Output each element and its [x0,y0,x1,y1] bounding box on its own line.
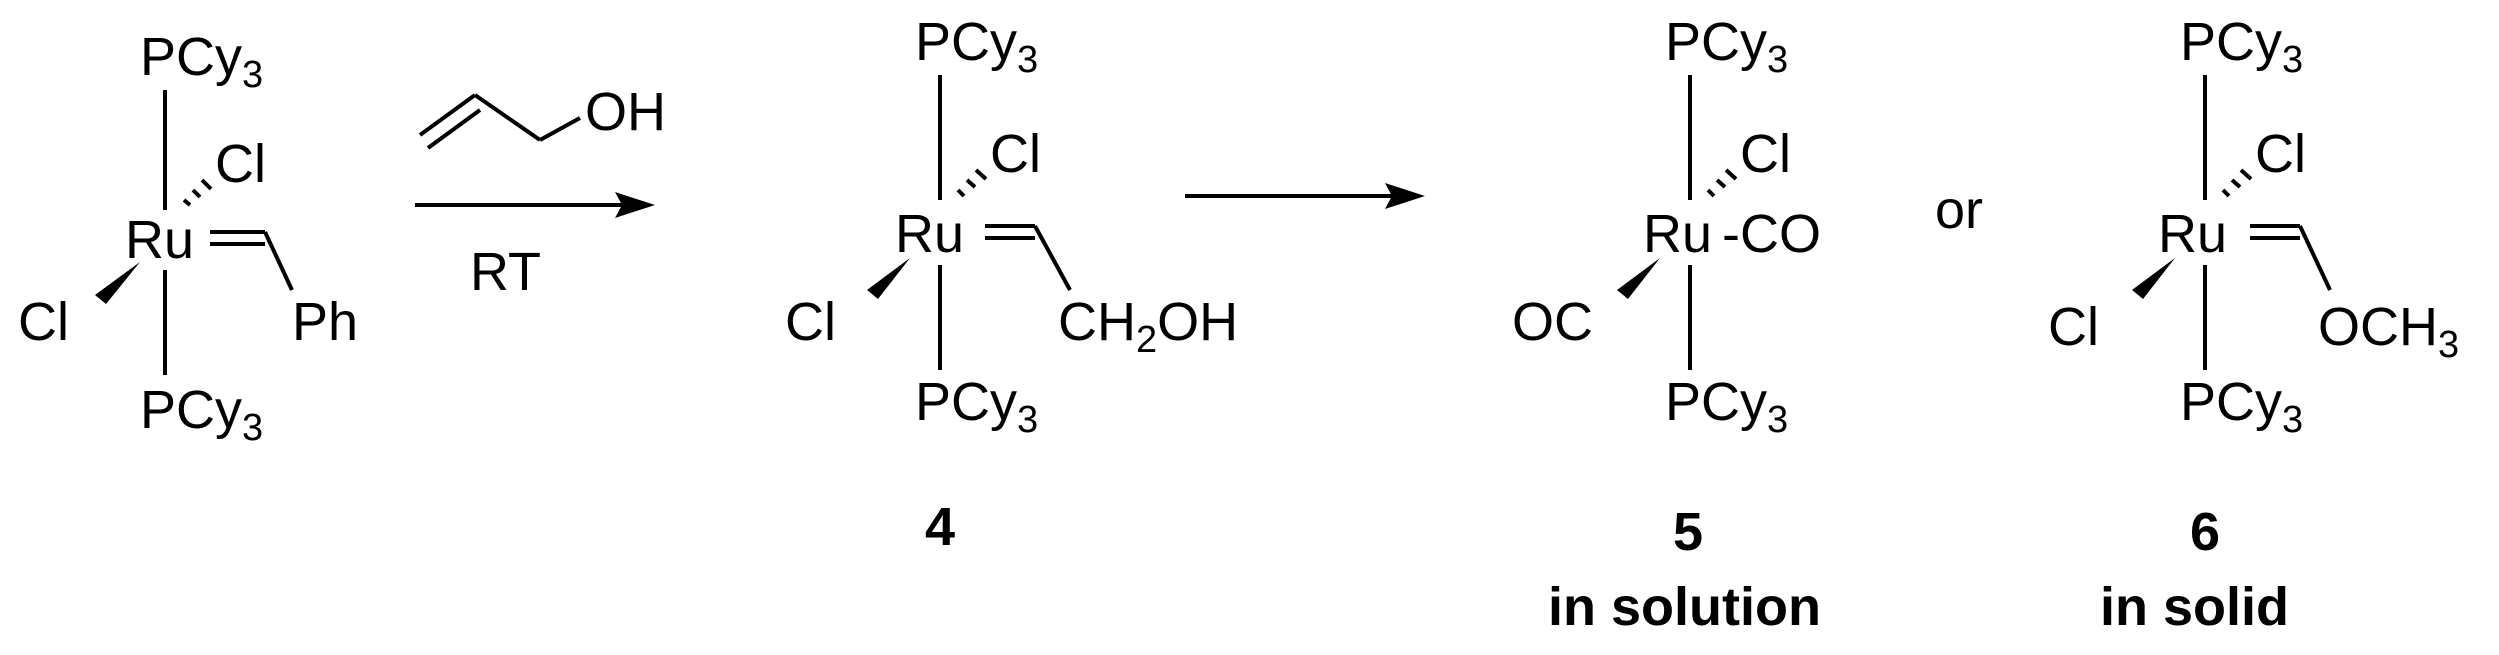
c5-wedge-bond [1617,258,1660,299]
c5-co-left: OC [1512,292,1593,352]
or-connector: or [1935,180,1983,240]
c6-wedge-bond [2132,258,2175,299]
c5-cl-up: Cl [1740,124,1791,184]
reaction-arrow-1-head [615,192,655,218]
compound-number-5: 5 [1673,502,1703,562]
c5-caption: in solution [1548,577,1821,637]
reactant-wedge-bond [95,262,140,304]
c4-metal: Ru [895,204,964,264]
c4-top-ligand: PCy3 [915,12,1038,81]
c5-bottom-ligand: PCy3 [1665,372,1788,441]
c5-co-right: -CO [1722,204,1821,264]
reactant-complex: PCy3 Ru Cl Cl Ph PCy3 [18,27,358,449]
c4-wedge-bond [867,258,910,299]
reactant-metal: Ru [125,210,194,270]
reactant-hashed-bond [182,178,213,207]
reactant-carbene-bond [263,231,294,291]
c5-hashed-bond [1706,168,1738,198]
allyl-bond-1b [426,108,482,150]
allyl-bond-3 [539,116,581,142]
reactant-phenyl: Ph [292,292,358,352]
c6-hashed-bond [2221,168,2253,198]
c4-cl-up: Cl [990,124,1041,184]
compound-number-4: 4 [925,497,955,557]
c4-ch2oh: CH2OH [1058,292,1238,361]
complex-5: PCy3 Ru Cl -CO OC PCy3 5 in solution [1512,12,1821,637]
c4-hashed-bond [956,168,988,198]
c5-metal: Ru [1643,204,1712,264]
c6-metal: Ru [2158,204,2227,264]
allyl-bond-1 [418,93,477,137]
complex-4: PCy3 Ru Cl Cl CH2OH PCy3 4 [785,12,1238,557]
c6-cl-left: Cl [2048,297,2099,357]
allyl-alcohol-reagent: OH [418,82,666,150]
reaction-arrow-2-head [1385,183,1425,209]
c4-carbene-bond [1033,225,1072,291]
reactant-top-ligand: PCy3 [140,27,263,96]
c6-caption: in solid [2100,577,2289,637]
c5-top-ligand: PCy3 [1665,12,1788,81]
compound-number-6: 6 [2190,502,2220,562]
c6-och3: OCH3 [2318,297,2459,366]
reactant-cl-up: Cl [215,134,266,194]
allyl-bond-2 [473,93,542,142]
c4-cl-left: Cl [785,292,836,352]
reactant-bottom-ligand: PCy3 [140,380,263,449]
c6-top-ligand: PCy3 [2180,12,2303,81]
allyl-oh: OH [585,82,666,142]
c6-carbene-bond [2298,225,2332,291]
complex-6: PCy3 Ru Cl Cl OCH3 PCy3 6 in solid [2048,12,2459,637]
c4-bottom-ligand: PCy3 [915,372,1038,441]
c6-cl-up: Cl [2255,124,2306,184]
c6-bottom-ligand: PCy3 [2180,372,2303,441]
reactant-cl-left: Cl [18,292,69,352]
condition-rt: RT [470,242,541,302]
